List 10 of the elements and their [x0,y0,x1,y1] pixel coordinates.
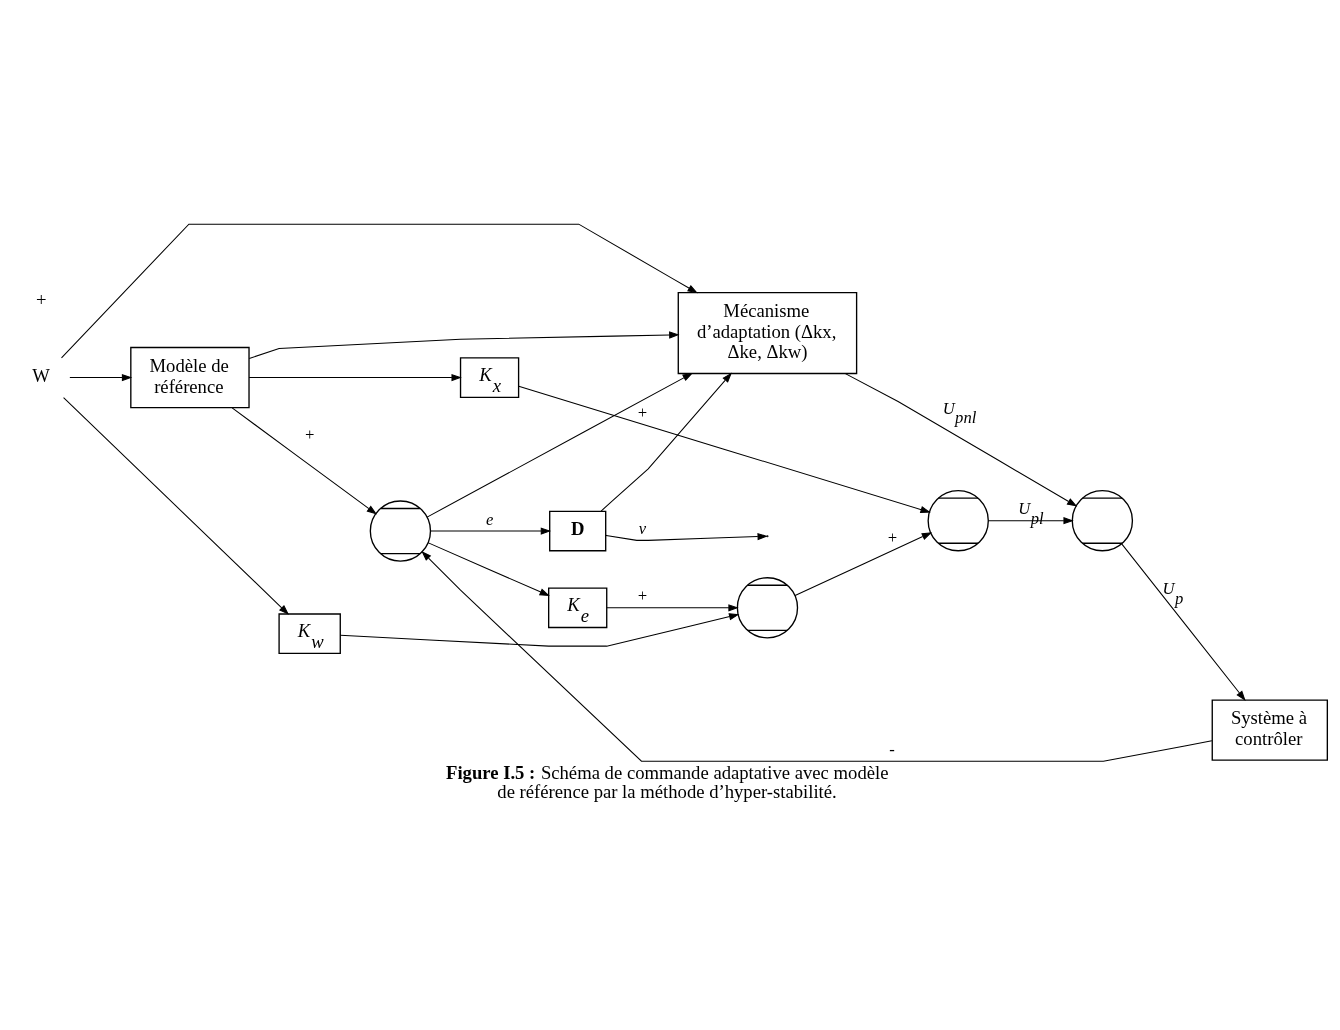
edge-label: + [886,527,898,547]
edge-label: + [636,585,648,605]
edge-label: e [485,509,493,529]
edge-label: - [888,739,895,759]
edge-label: + [303,424,315,444]
edge-label: + [636,402,648,422]
caption: Figure I.5 : Schéma de commande adaptative avec modèle de référence par la méthode d’hyper-stabilité. [445,761,888,802]
edge-label: v [638,518,646,538]
node-text: W [31,364,50,386]
label: + [35,288,46,310]
